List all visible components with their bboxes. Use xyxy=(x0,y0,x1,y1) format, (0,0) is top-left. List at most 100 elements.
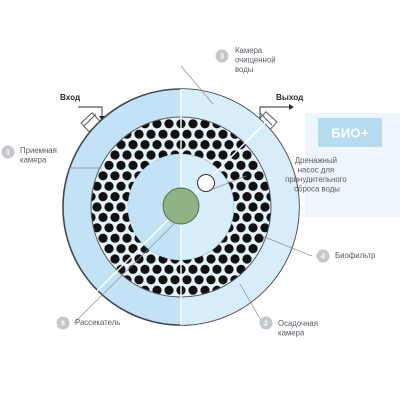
media-ball xyxy=(230,171,240,181)
media-ball xyxy=(170,275,180,285)
media-ball xyxy=(146,150,156,160)
media-ball xyxy=(236,223,246,233)
media-ball xyxy=(242,150,252,160)
media-ball xyxy=(140,285,150,295)
media-ball xyxy=(116,140,126,150)
media-ball xyxy=(206,275,216,285)
media-ball xyxy=(164,264,174,274)
media-ball xyxy=(116,181,126,191)
media-ball xyxy=(230,150,240,160)
callout-2-text: Осадочная камера xyxy=(278,319,320,338)
media-ball xyxy=(212,119,222,129)
media-ball xyxy=(248,223,258,233)
media-ball xyxy=(140,140,150,150)
media-ball xyxy=(86,212,96,222)
media-ball xyxy=(104,244,114,254)
media-ball xyxy=(122,254,132,264)
media-ball xyxy=(248,181,258,191)
media-ball xyxy=(182,129,192,139)
media-ball xyxy=(146,254,156,264)
media-ball xyxy=(152,140,162,150)
media-ball xyxy=(188,285,198,295)
media-ball xyxy=(218,254,228,264)
media-ball xyxy=(170,129,180,139)
media-ball xyxy=(104,202,114,212)
media-ball xyxy=(110,171,120,181)
media-ball xyxy=(194,275,204,285)
inlet-pipe xyxy=(80,112,101,133)
media-ball xyxy=(254,192,264,202)
media-ball xyxy=(182,275,192,285)
svg-text:3: 3 xyxy=(220,54,224,61)
media-ball xyxy=(194,129,204,139)
media-ball xyxy=(200,140,210,150)
media-ball xyxy=(86,192,96,202)
media-ball xyxy=(152,119,162,129)
callout-4-text: Биофильтр xyxy=(335,251,376,260)
media-ball xyxy=(254,212,264,222)
callout-1-text: Приемная камера xyxy=(20,146,59,165)
media-ball xyxy=(122,171,132,181)
media-ball xyxy=(212,140,222,150)
media-ball xyxy=(152,285,162,295)
media-ball xyxy=(242,171,252,181)
media-ball xyxy=(122,150,132,160)
media-ball xyxy=(254,233,264,243)
media-ball xyxy=(248,160,258,170)
media-ball xyxy=(98,192,108,202)
media-ball xyxy=(200,264,210,274)
media-ball xyxy=(266,212,276,222)
media-ball xyxy=(146,275,156,285)
media-ball xyxy=(224,160,234,170)
media-ball xyxy=(146,129,156,139)
media-ball xyxy=(236,202,246,212)
media-ball xyxy=(110,212,120,222)
media-ball xyxy=(92,181,102,191)
inlet-label: Вход xyxy=(60,93,81,102)
callout-3-badge: 3 xyxy=(215,49,229,63)
media-ball xyxy=(140,119,150,129)
media-ball xyxy=(104,160,114,170)
media-ball xyxy=(260,223,270,233)
media-ball xyxy=(92,202,102,212)
outlet-pipe xyxy=(257,111,278,132)
media-ball xyxy=(116,244,126,254)
media-ball xyxy=(230,233,240,243)
media-ball xyxy=(266,192,276,202)
callout-leaders xyxy=(69,65,313,324)
callout-2-badge: 2 xyxy=(259,316,273,330)
media-ball xyxy=(242,192,252,202)
media-ball xyxy=(128,160,138,170)
media-ball xyxy=(242,233,252,243)
media-ball xyxy=(212,285,222,295)
media-ball xyxy=(236,264,246,274)
callout-1-badge: 1 xyxy=(1,145,15,159)
media-ball xyxy=(110,150,120,160)
media-ball xyxy=(242,254,252,264)
callout-5-badge: 5 xyxy=(56,316,70,330)
media-ball xyxy=(92,223,102,233)
media-ball xyxy=(188,264,198,274)
callout-3-text: Камера очищенной воды xyxy=(235,46,278,74)
media-ball xyxy=(236,181,246,191)
media-ball xyxy=(128,140,138,150)
media-ball xyxy=(152,264,162,274)
media-ball xyxy=(104,181,114,191)
svg-text:5: 5 xyxy=(61,321,65,328)
media-ball xyxy=(224,140,234,150)
media-ball xyxy=(218,275,228,285)
media-ball xyxy=(200,119,210,129)
svg-text:1: 1 xyxy=(6,150,10,157)
media-ball xyxy=(110,254,120,264)
media-ball xyxy=(230,254,240,264)
media-ball xyxy=(110,192,120,202)
media-ball xyxy=(164,140,174,150)
media-ball xyxy=(260,202,270,212)
media-ball xyxy=(200,285,210,295)
brand-label: БИО+ xyxy=(331,126,369,141)
media-ball xyxy=(104,223,114,233)
svg-text:4: 4 xyxy=(321,254,325,261)
media-ball xyxy=(128,244,138,254)
media-ball xyxy=(206,254,216,264)
outlet-arrowhead xyxy=(289,104,294,110)
